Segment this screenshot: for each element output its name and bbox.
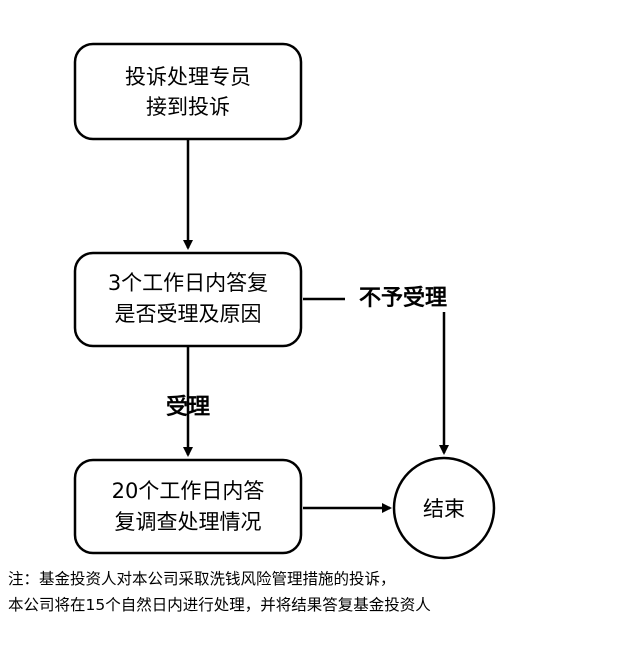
node-reply-line1: 3个工作日内答复 [108, 271, 268, 295]
edge-label-accept: 受理 [166, 394, 210, 420]
node-receive-complaint: 投诉处理专员 接到投诉 [73, 42, 303, 141]
node-investigate: 20个工作日内答 复调查处理情况 [73, 458, 303, 555]
footnote: 注：基金投资人对本公司采取洗钱风险管理措施的投诉， 本公司将在15个自然日内进行… [8, 566, 620, 618]
node-receive-line1: 投诉处理专员 [125, 65, 251, 89]
node-investigate-line2: 复调查处理情况 [115, 510, 262, 534]
footnote-line-2: 本公司将在15个自然日内进行处理，并将结果答复基金投资人 [8, 596, 431, 614]
flowchart: 不予受理 受理 投诉处理专员 接到投诉 3个工作日内答复 是否受理及原因 20个… [73, 42, 496, 560]
edge-label-reject: 不予受理 [359, 285, 447, 311]
connector-reply-to-end [303, 297, 449, 455]
node-end: 结束 [392, 456, 496, 560]
node-receive-line2: 接到投诉 [146, 95, 230, 119]
node-end-label: 结束 [423, 497, 465, 521]
node-investigate-line1: 20个工作日内答 [112, 479, 265, 503]
reject-label-background [345, 282, 465, 312]
footnote-line-1: 注：基金投资人对本公司采取洗钱风险管理措施的投诉， [8, 570, 396, 588]
node-reply-line2: 是否受理及原因 [115, 302, 262, 326]
node-reply-acceptance: 3个工作日内答复 是否受理及原因 [73, 251, 303, 348]
